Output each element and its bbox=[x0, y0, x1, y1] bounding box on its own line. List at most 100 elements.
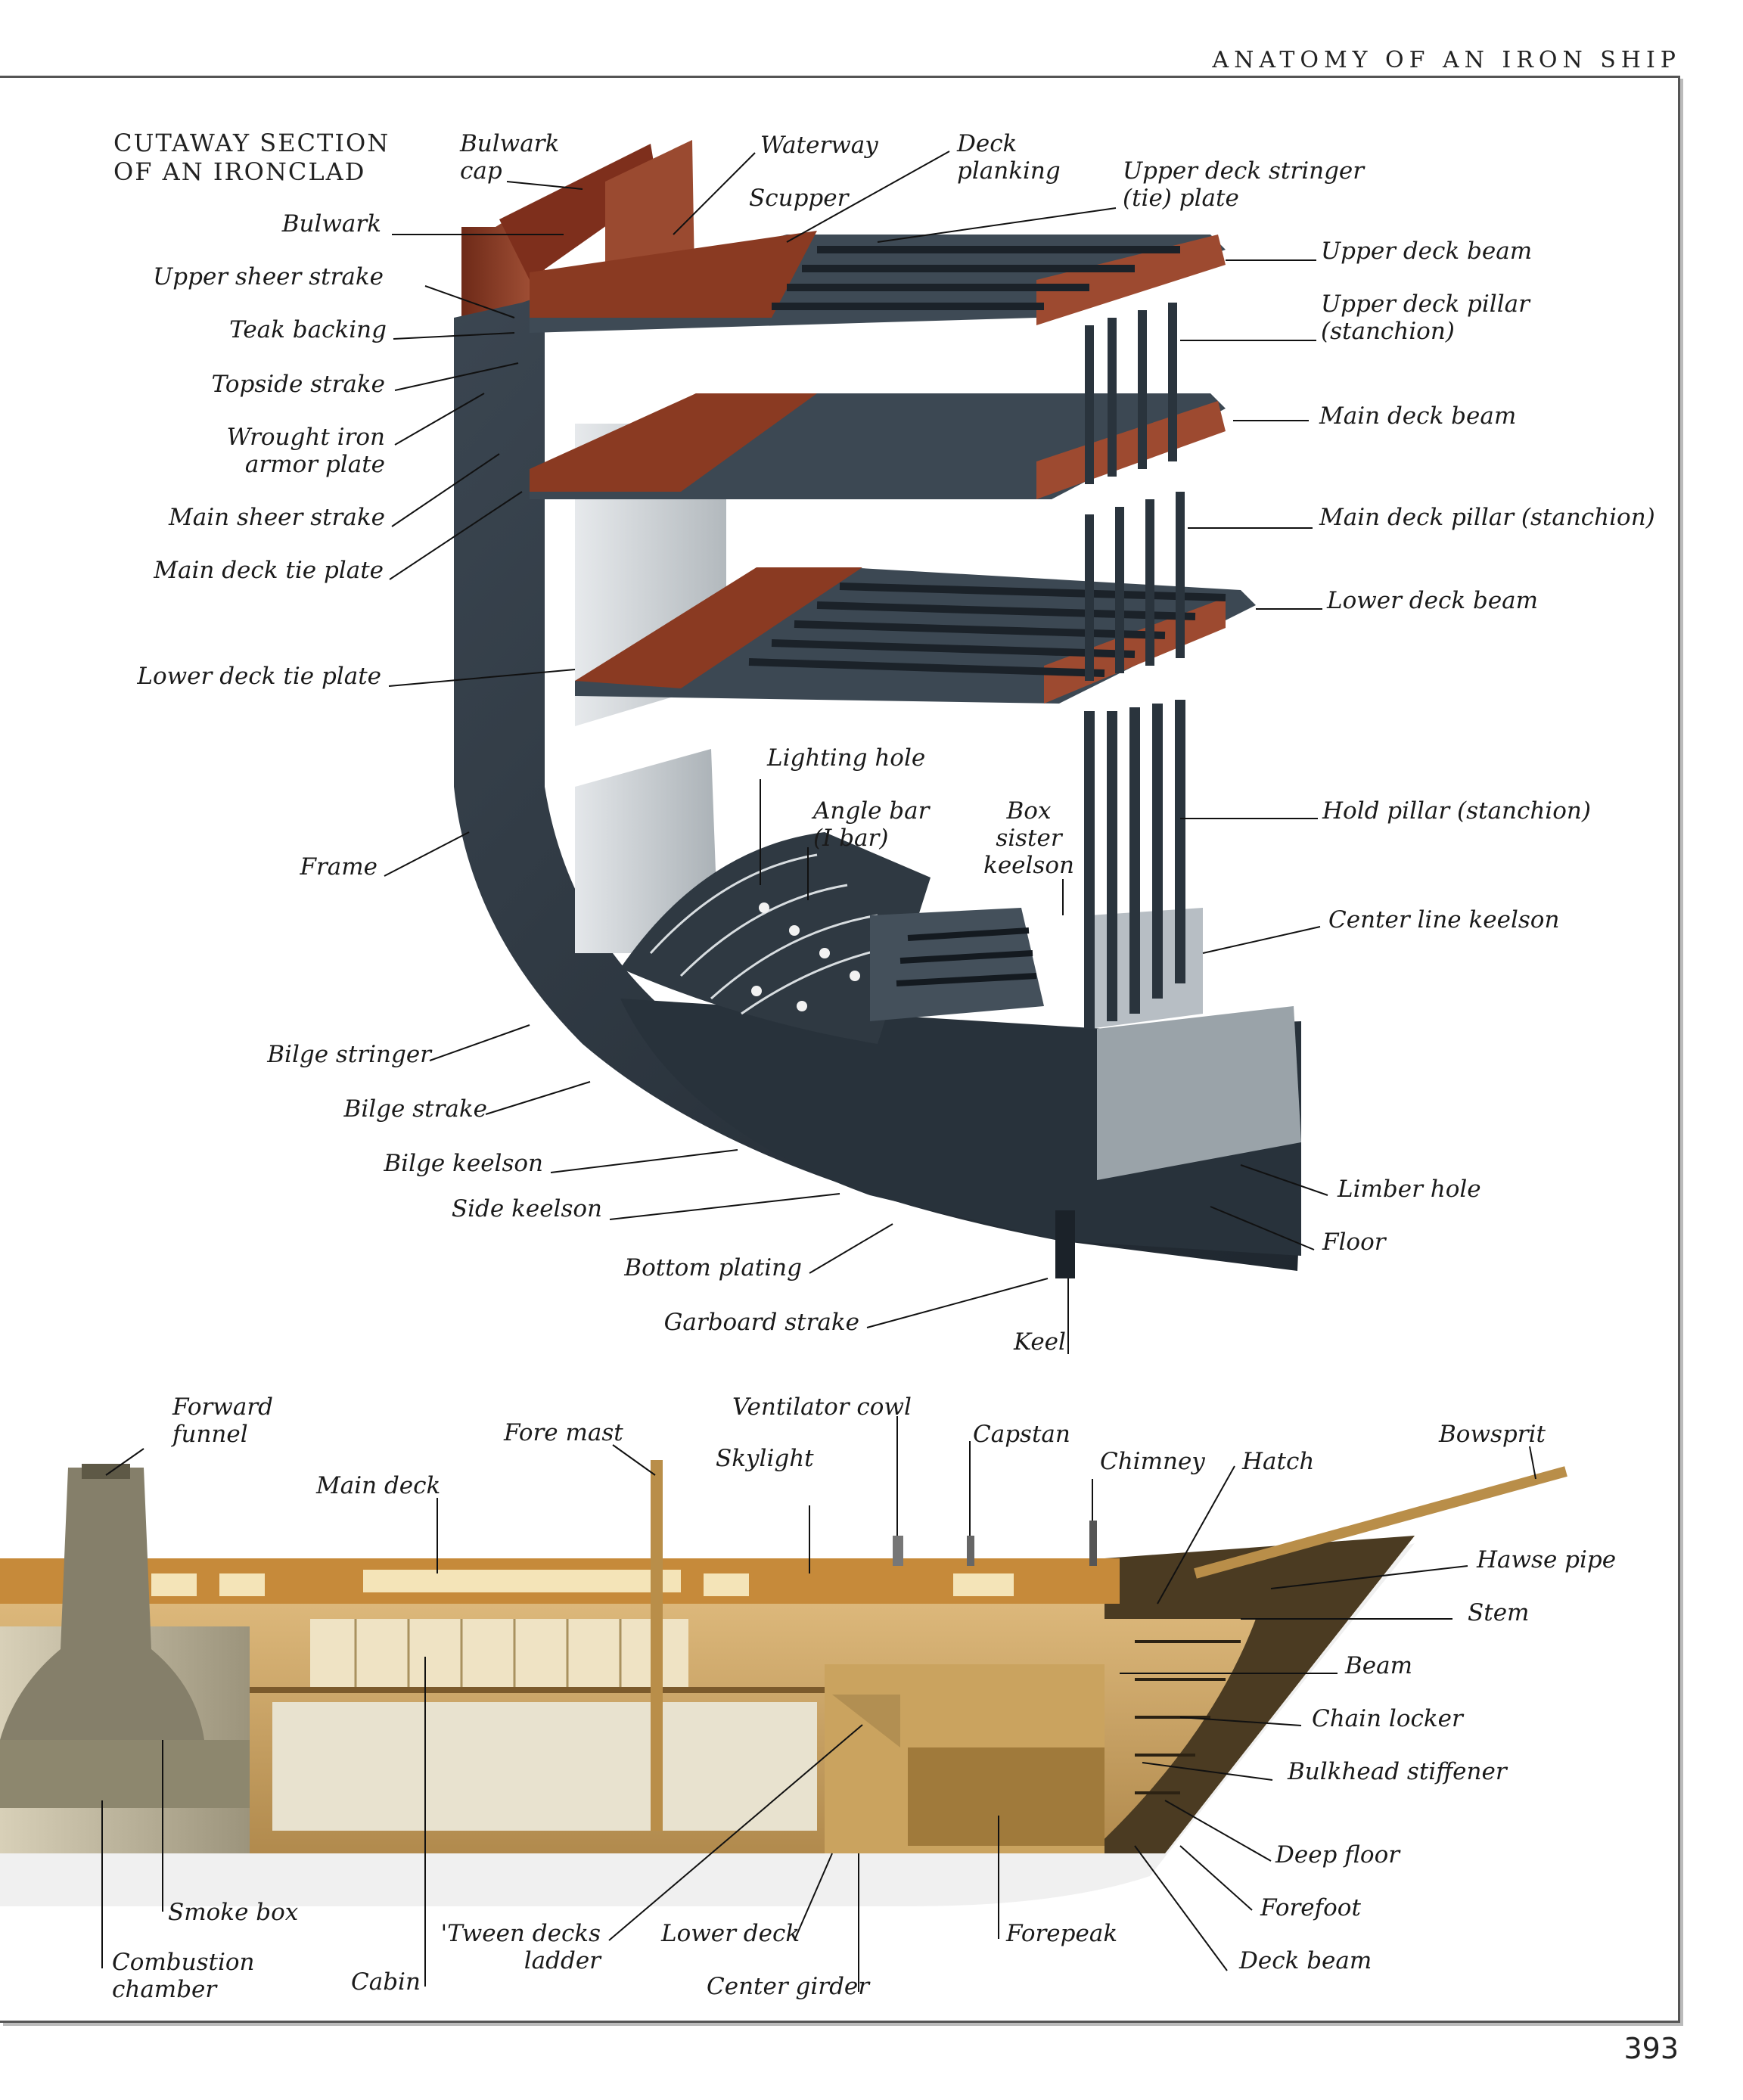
label-fore-mast: Fore mast bbox=[504, 1419, 623, 1446]
label-deck-planking: Deck planking bbox=[957, 130, 1061, 185]
label-main-deck-pillar: Main deck pillar (stanchion) bbox=[1319, 504, 1655, 531]
label-upper-deck-pillar: Upper deck pillar (stanchion) bbox=[1321, 290, 1530, 345]
label-floor: Floor bbox=[1322, 1229, 1386, 1256]
label-box-sister-keelson: Box sister keelson bbox=[976, 797, 1082, 879]
page-number: 393 bbox=[1623, 2032, 1679, 2065]
label-upper-deck-stringer-line-1: Upper deck stringer bbox=[1123, 157, 1365, 185]
label-wrought-iron-armor-line-2: armor plate bbox=[244, 451, 385, 478]
label-center-girder: Center girder bbox=[707, 1973, 870, 2000]
label-cabin: Cabin bbox=[351, 1968, 421, 1996]
label-main-deck-beam: Main deck beam bbox=[1319, 402, 1517, 430]
lower-deck-planking bbox=[575, 567, 862, 688]
label-limber-hole: Limber hole bbox=[1338, 1176, 1481, 1203]
label-bottom-plating: Bottom plating bbox=[624, 1254, 802, 1281]
label-ventilator-cowl: Ventilator cowl bbox=[732, 1393, 912, 1421]
label-bilge-stringer: Bilge stringer bbox=[267, 1041, 431, 1068]
forward-funnel-shape bbox=[0, 1468, 204, 1740]
label-bulwark-cap-line-1: Bulwark bbox=[460, 130, 560, 157]
hold-frames bbox=[620, 832, 931, 1044]
label-keel: Keel bbox=[1014, 1328, 1066, 1356]
label-chain-locker: Chain locker bbox=[1312, 1705, 1463, 1732]
label-deep-floor: Deep floor bbox=[1275, 1841, 1400, 1869]
floor-plate bbox=[1097, 1006, 1301, 1180]
label-forward-funnel-line-2: funnel bbox=[172, 1421, 248, 1448]
main-deck-planking bbox=[530, 393, 817, 492]
capstan bbox=[967, 1536, 974, 1566]
label-box-sister-keelson-line-2: sister bbox=[996, 825, 1062, 852]
label-garboard-strake: Garboard strake bbox=[663, 1309, 859, 1336]
main-deck-stringer-wood bbox=[1036, 401, 1226, 499]
section-title-line-1: CUTAWAY SECTION bbox=[113, 129, 390, 157]
section-title-line-2: OF AN IRONCLAD bbox=[113, 157, 366, 186]
label-skylight: Skylight bbox=[716, 1445, 814, 1472]
cabin-dividers bbox=[354, 1619, 622, 1687]
upper-deck-stringer-wood bbox=[1036, 235, 1226, 325]
funnel-top bbox=[82, 1464, 130, 1479]
fore-mast bbox=[651, 1460, 663, 1831]
lighting-holes bbox=[751, 902, 860, 1011]
label-forepeak: Forepeak bbox=[1006, 1920, 1118, 1947]
label-bulwark-cap-line-2: cap bbox=[460, 157, 502, 185]
cutaway-leader-lines bbox=[384, 151, 1328, 1354]
cabins bbox=[310, 1619, 688, 1687]
label-box-sister-keelson-line-3: keelson bbox=[983, 852, 1074, 879]
lower-hold bbox=[272, 1702, 817, 1831]
label-forward-funnel: Forward funnel bbox=[172, 1393, 273, 1448]
label-scupper: Scupper bbox=[749, 185, 849, 212]
label-forward-funnel-line-1: Forward bbox=[172, 1393, 273, 1421]
main-deck-line bbox=[0, 1687, 1105, 1693]
boiler-tubes bbox=[0, 1740, 250, 1808]
label-bilge-strake: Bilge strake bbox=[343, 1095, 487, 1123]
label-bilge-keelson: Bilge keelson bbox=[384, 1150, 543, 1177]
forepeak-space bbox=[908, 1747, 1105, 1846]
label-hawse-pipe: Hawse pipe bbox=[1477, 1546, 1617, 1573]
label-box-sister-keelson-line-1: Box bbox=[1006, 797, 1052, 825]
label-combustion-chamber-line-2: chamber bbox=[112, 1976, 217, 2003]
label-chimney: Chimney bbox=[1100, 1448, 1205, 1475]
tween-decks-ladder bbox=[832, 1695, 900, 1747]
bulkhead-keelson bbox=[1089, 908, 1203, 1029]
ship-section bbox=[0, 1460, 1567, 1906]
label-deck-planking-line-1: Deck bbox=[957, 130, 1018, 157]
label-lower-deck-beam: Lower deck beam bbox=[1327, 587, 1539, 614]
deck-pillars bbox=[1085, 303, 1185, 681]
keel bbox=[1055, 1210, 1075, 1278]
label-upper-deck-stringer-line-2: (tie) plate bbox=[1123, 185, 1239, 212]
page-frame bbox=[0, 76, 1680, 2023]
label-upper-sheer-strake: Upper sheer strake bbox=[153, 263, 384, 290]
box-sister-keelson bbox=[870, 908, 1044, 1021]
label-main-deck: Main deck bbox=[316, 1472, 441, 1499]
label-combustion-chamber-line-1: Combustion bbox=[112, 1949, 255, 1976]
label-combustion-chamber: Combustion chamber bbox=[112, 1949, 255, 2003]
chimney bbox=[1089, 1521, 1097, 1566]
bow-hull bbox=[1089, 1536, 1415, 1853]
ventilator-cowl bbox=[893, 1536, 903, 1566]
label-lower-deck: Lower deck bbox=[661, 1920, 800, 1947]
label-center-line-keelson: Center line keelson bbox=[1328, 906, 1560, 934]
label-bulwark-cap: Bulwark cap bbox=[460, 130, 559, 185]
label-waterway: Waterway bbox=[760, 132, 878, 159]
label-stem: Stem bbox=[1468, 1599, 1530, 1626]
label-bulwark: Bulwark bbox=[281, 210, 381, 238]
label-wrought-iron-armor-line-1: Wrought iron bbox=[226, 424, 385, 451]
bowsprit bbox=[1194, 1466, 1567, 1579]
label-topside-strake: Topside strake bbox=[211, 371, 385, 398]
label-deck-beam: Deck beam bbox=[1239, 1947, 1372, 1974]
label-wrought-iron-armor: Wrought iron armor plate bbox=[227, 424, 385, 478]
label-bowsprit: Bowsprit bbox=[1439, 1421, 1546, 1448]
upper-deck-planking bbox=[530, 231, 817, 318]
section-title: CUTAWAY SECTION OF AN IRONCLAD bbox=[113, 129, 390, 186]
label-upper-deck-beam: Upper deck beam bbox=[1321, 238, 1533, 265]
label-bulkhead-stiffener: Bulkhead stiffener bbox=[1288, 1758, 1507, 1785]
label-angle-bar-line-1: Angle bar bbox=[813, 797, 930, 825]
label-hatch: Hatch bbox=[1242, 1448, 1315, 1475]
label-forefoot: Forefoot bbox=[1260, 1894, 1361, 1921]
label-upper-deck-pillar-line-1: Upper deck pillar bbox=[1321, 290, 1530, 318]
label-deck-planking-line-2: planking bbox=[957, 157, 1061, 185]
running-head: ANATOMY OF AN IRON SHIP bbox=[1212, 47, 1681, 73]
hold-pillars bbox=[1084, 700, 1185, 1029]
lower-deck-beams bbox=[748, 582, 1226, 677]
label-lighting-hole: Lighting hole bbox=[767, 744, 926, 772]
label-lower-deck-tie-plate: Lower deck tie plate bbox=[137, 663, 381, 690]
